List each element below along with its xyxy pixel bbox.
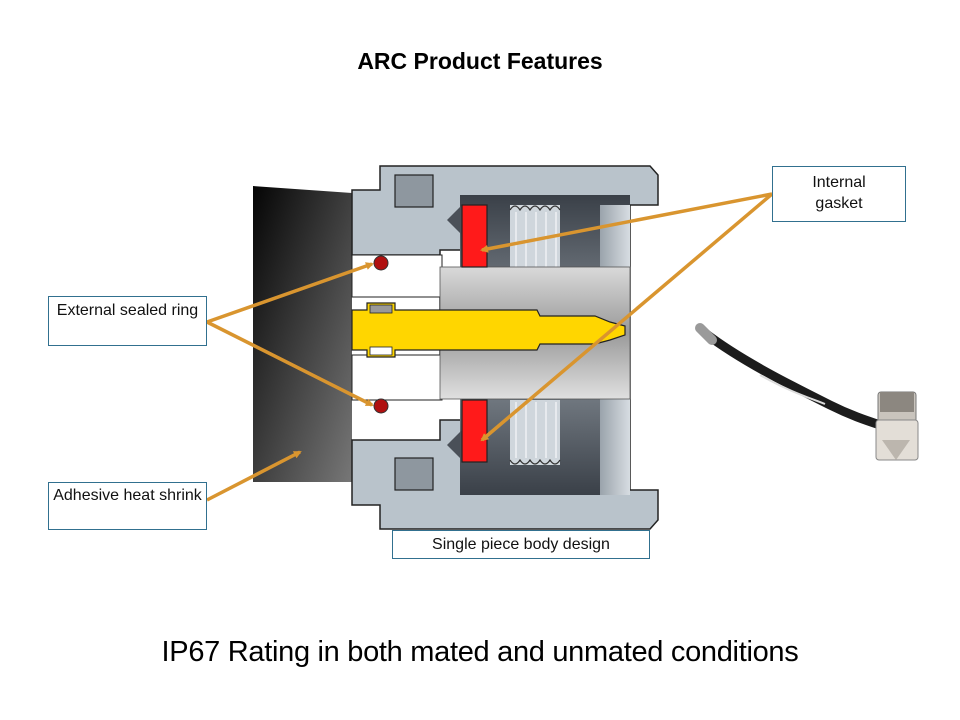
callout-internal-gasket: Internal gasket <box>772 166 906 222</box>
arrow-to-o-ring-bottom <box>206 320 374 407</box>
callout-external-sealed-ring: External sealed ring <box>48 296 207 346</box>
o-ring-top <box>373 255 389 271</box>
heat-shrink-sleeve <box>253 186 352 482</box>
callout-arrows <box>206 192 774 502</box>
o-ring-bottom <box>373 398 389 414</box>
arrow-to-gasket-top <box>480 192 773 253</box>
cable-assembly-photo <box>695 323 919 461</box>
arrow-to-gasket-bottom <box>480 192 774 442</box>
callout-single-piece-body-label: Single piece body design <box>432 536 610 553</box>
callout-external-sealed-ring-label: External sealed ring <box>56 302 199 319</box>
arrow-to-o-ring-top <box>206 262 374 324</box>
callout-adhesive-heat-shrink: Adhesive heat shrink <box>48 482 207 530</box>
arrow-to-heat-shrink <box>206 450 302 502</box>
ip67-rating-statement: IP67 Rating in both mated and unmated co… <box>161 636 799 668</box>
internal-gasket-top <box>461 204 488 268</box>
callout-internal-gasket-label: Internal gasket <box>812 174 866 212</box>
callout-single-piece-body: Single piece body design <box>392 530 650 559</box>
callout-adhesive-heat-shrink-label: Adhesive heat shrink <box>53 487 202 504</box>
slide-title: ARC Product Features <box>357 48 603 74</box>
internal-gasket-bottom <box>461 399 488 463</box>
center-pin <box>351 302 626 358</box>
